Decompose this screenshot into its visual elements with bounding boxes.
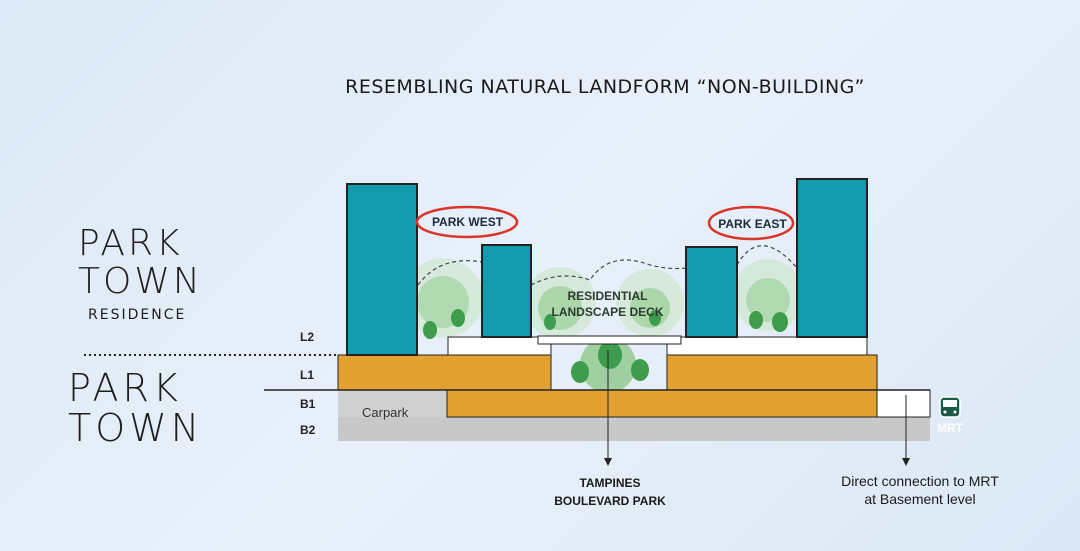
basement-b1-carpark (338, 390, 448, 417)
tampines-line2: BOULEVARD PARK (554, 494, 666, 508)
tampines-boulevard-park-label: TAMPINES BOULEVARD PARK (545, 474, 675, 510)
direct-mrt-connection-label: Direct connection to MRT at Basement lev… (815, 472, 1025, 508)
mrt-label: MRT (937, 421, 963, 435)
carpark-label: Carpark (362, 405, 409, 420)
deck-l2-west (447, 336, 552, 356)
logo-line-town: TOWN (68, 406, 204, 450)
podium-b1 (446, 389, 878, 418)
deck-label-line2: LANDSCAPE DECK (551, 305, 664, 319)
level-l1: L1 (300, 368, 315, 382)
mrt-train-icon (939, 396, 961, 418)
direct-line2: at Basement level (864, 491, 976, 507)
tampines-line1: TAMPINES (579, 476, 641, 490)
diagram-title: RESEMBLING NATURAL LANDFORM “NON-BUILDIN… (345, 76, 865, 98)
park-east-ring (707, 205, 795, 241)
park-east-label: PARK EAST (718, 217, 787, 231)
mrt-connection-passage (876, 389, 931, 418)
basement-b2 (338, 417, 930, 441)
landform-curves (417, 245, 798, 286)
tower-west-tall (346, 183, 418, 356)
level-l2: L2 (300, 330, 315, 344)
level-b1: B1 (300, 397, 316, 411)
park-west-ring (415, 205, 519, 239)
tower-east-tall (796, 178, 868, 338)
logo-line-town: TOWN (78, 261, 203, 302)
park-town-residence-logo: PARK TOWN RESIDENCE (78, 223, 208, 324)
podium-l1-east (666, 354, 878, 391)
deck-label-line1: RESIDENTIAL (567, 289, 648, 303)
tower-west-short (481, 244, 532, 338)
park-west-label: PARK WEST (431, 215, 504, 229)
level-b2: B2 (300, 423, 316, 437)
tampines-arrowhead (604, 458, 612, 466)
tower-east-short (685, 246, 738, 338)
deck-bridge (537, 335, 682, 345)
deck-l2-east (666, 336, 868, 356)
logo-line-residence: RESIDENCE (88, 307, 187, 323)
park-town-logo: PARK TOWN (68, 368, 218, 448)
direct-line1: Direct connection to MRT (841, 473, 999, 489)
residential-landscape-deck-label: RESIDENTIAL LANDSCAPE DECK (540, 288, 675, 320)
podium-l1-west (337, 354, 552, 391)
mrt-arrowhead (902, 458, 910, 466)
mrt-badge: MRT (930, 392, 970, 438)
logo-line-park: PARK (78, 223, 183, 264)
logo-line-park: PARK (68, 366, 182, 410)
